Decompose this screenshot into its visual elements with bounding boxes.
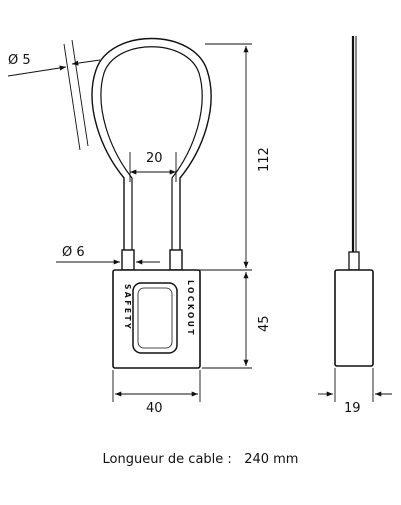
caption-label: Longueur de cable : [102, 452, 232, 467]
caption-value: 240 mm [244, 452, 299, 467]
dimension-lines [7, 39, 252, 402]
dim-shackle-height: 112 [257, 147, 272, 172]
lock-window [132, 282, 178, 354]
right-ferrule [169, 249, 183, 271]
lockout-label: LOCKOUT [186, 280, 195, 337]
side-body [334, 269, 374, 367]
cable-length-caption: Longueur de cable : 240 mm [0, 452, 401, 467]
dim-body-depth: 19 [344, 401, 361, 416]
dim-shank-diameter: Ø 6 [62, 245, 85, 260]
lock-window-inner [137, 287, 173, 349]
side-view [318, 36, 392, 402]
dim-shackle-width: 20 [146, 151, 163, 166]
dim-body-height: 45 [257, 315, 272, 332]
left-ferrule [121, 249, 135, 271]
dim-body-width: 40 [146, 401, 163, 416]
lock-body [112, 269, 201, 369]
front-view [91, 37, 212, 369]
dim-cable-diameter: Ø 5 [8, 53, 31, 68]
cable-loop-outer [91, 37, 212, 252]
safety-label: SAFETY [123, 284, 132, 331]
side-ferrule [348, 251, 360, 271]
cable-loop-inner [100, 46, 203, 252]
